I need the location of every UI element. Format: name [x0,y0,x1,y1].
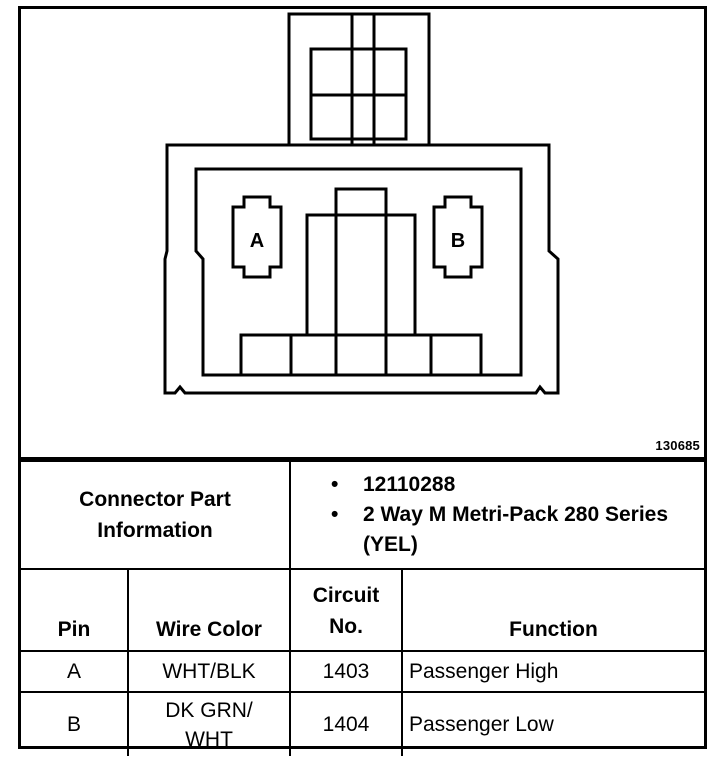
header-circuit-line2: No. [329,615,363,638]
terminal-b-cavity [432,195,484,279]
connector-pin-table: Connector Part Information 12110288 2 Wa… [21,460,704,756]
part-number: 12110288 [331,470,704,500]
header-circuit-no: Circuit No. [289,568,403,652]
center-key-outer [305,213,417,337]
row-function: Passenger High [401,650,704,693]
header-circuit-line1: Circuit [312,584,380,607]
header-wire-color: Wire Color [127,568,291,652]
row-pin: A [21,650,129,693]
row-circuit: 1403 [289,650,403,693]
diagram-reference-number: 130685 [655,438,700,453]
header-function: Function [401,568,704,652]
center-key-inner [334,187,388,337]
connector-info-label-line2: Information [97,519,213,542]
table-row: A WHT/BLK 1403 Passenger High [21,650,704,693]
table-header-row: Pin Wire Color Circuit No. Function [21,568,704,652]
header-pin: Pin [21,568,129,652]
connector-drawing-area: A B 130685 [21,9,704,460]
row-pin: B [21,691,129,756]
connector-diagram-frame: A B 130685 Connector Part Information 12… [18,6,707,756]
connector-inner-cavity [194,167,523,377]
connector-outer-body [163,143,560,395]
bottom-lock-strip [239,333,483,377]
connector-info-label-line1: Connector Part [79,488,231,511]
row-function: Passenger Low [401,691,704,756]
connector-info-label: Connector Part Information [21,460,291,570]
row-wire-color-line2: WHT [185,727,233,751]
connector-type: 2 Way M Metri-Pack 280 Series (YEL) [331,500,704,560]
row-wire-color: WHT/BLK [127,650,291,693]
connector-face-drawing: A B [163,12,560,395]
connector-info-row: Connector Part Information 12110288 2 Wa… [21,460,704,570]
terminal-a-cavity [231,195,283,279]
row-wire-color-line1: DK GRN/ [165,698,253,722]
connector-info-list: 12110288 2 Way M Metri-Pack 280 Series (… [289,460,704,570]
pin-label-a: A [250,230,264,252]
pin-label-b: B [451,230,465,252]
table-row: B DK GRN/ WHT 1404 Passenger Low [21,691,704,756]
row-circuit: 1404 [289,691,403,756]
row-wire-color: DK GRN/ WHT [127,691,291,756]
